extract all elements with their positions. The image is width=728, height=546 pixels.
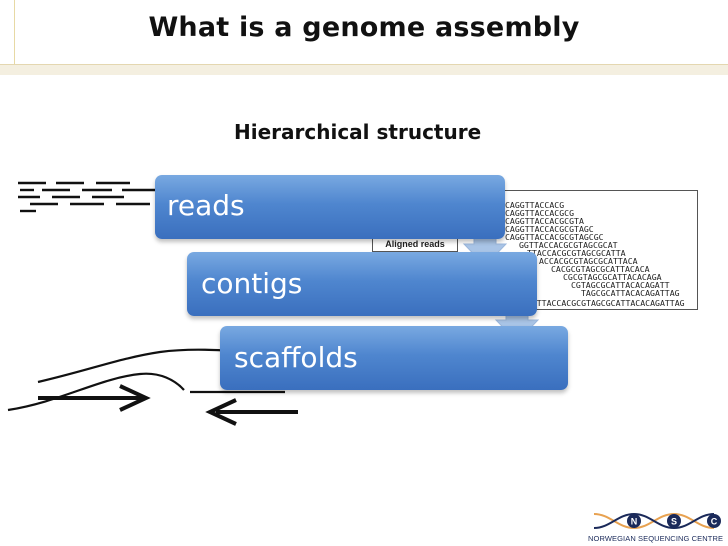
scaffolds-block: scaffolds bbox=[220, 326, 568, 390]
left-rule bbox=[14, 0, 15, 74]
slide-subtitle: Hierarchical structure bbox=[234, 120, 482, 144]
sequence-line: CAGGTTACCACGCGTA bbox=[505, 216, 584, 226]
logo-letter: C bbox=[711, 517, 718, 527]
logo-letter: S bbox=[671, 517, 677, 527]
logo-wordmark: NORWEGIAN SEQUENCING CENTRE bbox=[588, 534, 724, 543]
contigs-block: contigs bbox=[187, 252, 537, 316]
sequence-line: CAGGTTACCACG bbox=[505, 200, 565, 210]
logo-letter: N bbox=[631, 517, 638, 527]
sequence-line: CGCGTAGCGCATTACACAGA bbox=[563, 272, 662, 282]
dna-helix-icon: N S C bbox=[593, 512, 721, 530]
sequence-line: CACGCGTAGCGCATTACACA bbox=[551, 264, 650, 274]
reads-illustration bbox=[18, 181, 160, 213]
contigs-label: contigs bbox=[201, 267, 303, 300]
sequence-line: TTACCACGCGTAGCGCATTA bbox=[527, 248, 626, 258]
sequence-line: CGTAGCGCATTACACAGATT bbox=[571, 280, 670, 290]
slide-title: What is a genome assembly bbox=[148, 12, 580, 43]
sequence-line: ACCACGCGTAGCGCATTACA bbox=[539, 256, 638, 266]
reads-block: reads bbox=[155, 175, 505, 239]
sequence-line: GGTTACCACGCGTAGCGCAT bbox=[519, 240, 618, 250]
sequence-line: CAGGTTACCACGCGTAGC bbox=[505, 224, 594, 234]
sequence-line: CAGGTTACCACGCG bbox=[505, 208, 575, 218]
sequence-line: CAGGTTACCACGCGTAGCGC bbox=[505, 232, 604, 242]
consensus-line: CAGGTTACCACGCGTAGCGCATTACACAGATTAG bbox=[517, 298, 685, 308]
title-bar bbox=[0, 0, 728, 64]
reads-label: reads bbox=[167, 189, 245, 222]
nsc-logo: N S C NORWEGIAN SEQUENCING CENTRE bbox=[588, 506, 724, 546]
sequence-line: TAGCGCATTACACAGATTAG bbox=[581, 288, 680, 298]
title-divider bbox=[0, 64, 728, 75]
scaffolds-label: scaffolds bbox=[234, 341, 358, 374]
mate-pair-diagram bbox=[7, 348, 298, 426]
